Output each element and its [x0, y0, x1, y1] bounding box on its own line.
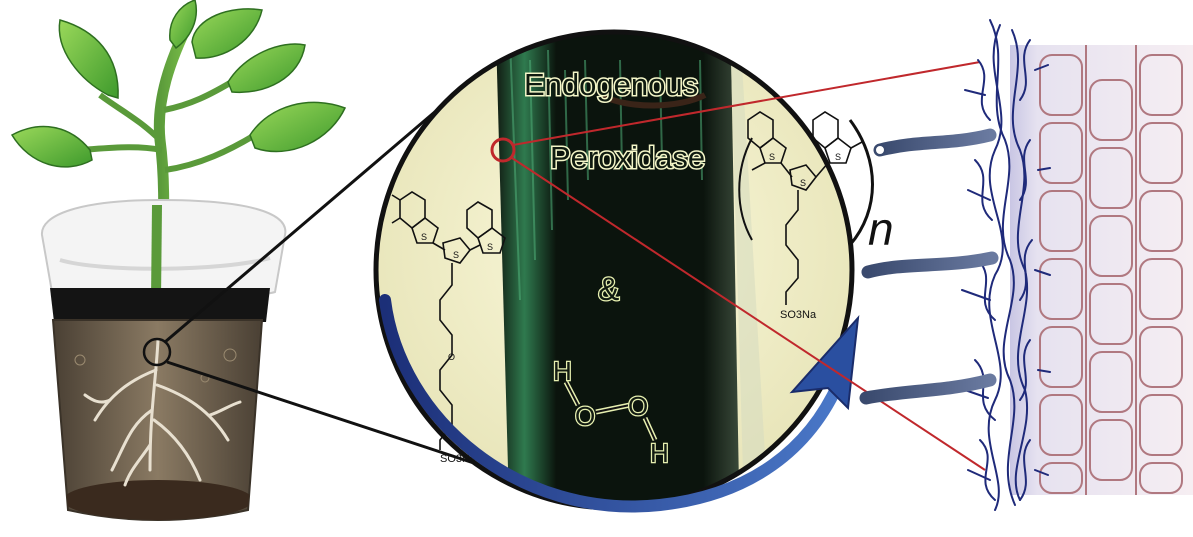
leaf-branch	[79, 144, 163, 153]
root-texture	[509, 39, 703, 301]
root-tube	[495, 32, 740, 508]
polymer-tail	[873, 128, 997, 157]
polymer-tail-end	[874, 144, 886, 156]
pot-soil	[63, 480, 253, 520]
root-tube-top-dark	[598, 92, 707, 109]
red-callout-line	[512, 61, 981, 146]
leaf-branch	[164, 132, 257, 173]
root-magnifier-circle	[142, 337, 172, 367]
leaf	[10, 125, 93, 168]
monomer-s-label: S	[453, 250, 459, 260]
h2o2-h-top: H	[553, 356, 572, 386]
monomer-so3na: SO3Na	[440, 453, 477, 465]
label-peroxidase: Peroxidase	[550, 140, 705, 175]
polymer-fibers	[961, 19, 1051, 511]
monomer-s-label: S	[487, 242, 493, 252]
leaf	[227, 43, 306, 94]
h2o2-o-left: O	[575, 401, 595, 431]
leaf	[191, 8, 263, 59]
reaction-arrow-head	[789, 314, 860, 411]
monomer-o-label: O	[448, 352, 455, 362]
leaf	[169, 0, 197, 50]
focus-circle	[490, 137, 516, 163]
polymer-tail	[859, 373, 997, 405]
root-tube-highlight	[730, 32, 770, 508]
label-repeat-n: n	[868, 203, 894, 255]
pot-band	[50, 288, 270, 322]
leaf	[58, 19, 119, 99]
label-endogenous: Endogenous	[524, 67, 698, 102]
h2o2-h-bottom: H	[650, 438, 669, 468]
leaf	[249, 101, 347, 153]
polymer-bracket-right	[848, 119, 874, 246]
zoom-circle: Endogenous Peroxidase & S S S O SO3Na	[373, 29, 863, 511]
monomer-s-label: S	[421, 232, 427, 242]
callout-line-bottom	[166, 360, 496, 472]
polymer-s-label: S	[769, 152, 775, 162]
red-callout-line	[511, 157, 986, 471]
polymer-structure	[738, 111, 863, 305]
reaction-arrow	[379, 294, 846, 513]
plant-illustration	[10, 0, 347, 521]
polymer-so3na: SO3Na	[780, 309, 817, 321]
polymer-s-label: S	[835, 152, 841, 162]
cloth-cover	[40, 198, 287, 299]
polymer-s-label: S	[800, 178, 806, 188]
hydrogen-peroxide: H O O H	[552, 355, 670, 470]
leaf-branch	[163, 77, 237, 113]
cell-wall-panel	[859, 19, 1193, 511]
root-system	[83, 338, 242, 487]
plant-stem	[151, 204, 162, 301]
h2o2-o-right: O	[628, 391, 648, 421]
polymer-tail	[861, 251, 999, 279]
cell-grid	[1039, 45, 1183, 495]
label-ampersand: &	[598, 271, 619, 307]
leaf-branch	[98, 92, 163, 143]
